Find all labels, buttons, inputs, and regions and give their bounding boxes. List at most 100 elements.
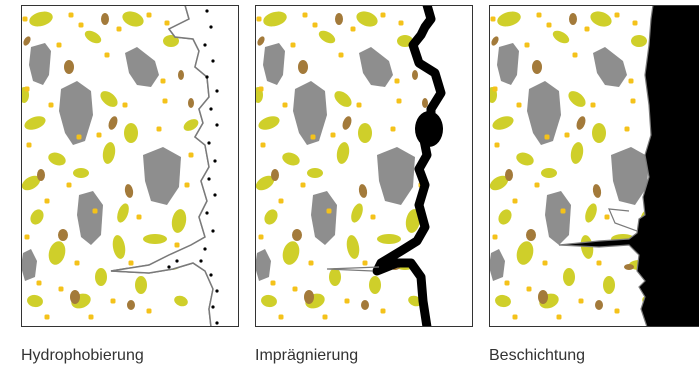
yellow-grain — [74, 260, 80, 266]
yellow-grain — [370, 214, 376, 220]
yellow-grain — [26, 142, 32, 148]
yellow-grain — [504, 280, 510, 286]
olive-aggregate — [163, 35, 179, 47]
yellow-grain — [614, 308, 620, 314]
hydrophobic-dot — [215, 321, 219, 325]
yellow-grain — [292, 286, 298, 292]
yellow-grain — [308, 260, 314, 266]
olive-aggregate — [282, 241, 300, 265]
yellow-grain — [394, 78, 400, 84]
brown-aggregate — [70, 290, 80, 304]
surface-cover — [111, 5, 239, 327]
hydrophobic-dot — [209, 25, 213, 29]
aggregate-pattern — [255, 11, 433, 320]
olive-aggregate — [568, 91, 586, 107]
olive-aggregate — [102, 142, 116, 164]
yellow-grain — [44, 198, 50, 204]
yellow-grain — [22, 16, 28, 22]
olive-aggregate — [117, 203, 129, 223]
yellow-grain — [512, 314, 518, 320]
panel-frame — [255, 5, 473, 327]
olive-aggregate — [329, 268, 341, 286]
yellow-grain — [330, 132, 336, 138]
brown-aggregate — [412, 70, 418, 80]
olive-aggregate — [135, 276, 147, 294]
yellow-grain — [184, 182, 190, 188]
yellow-grain — [492, 86, 498, 92]
hydrophobic-dot — [207, 177, 211, 181]
gray-aggregate — [377, 147, 415, 205]
olive-aggregate — [122, 11, 144, 27]
olive-aggregate — [171, 209, 187, 233]
yellow-grain — [24, 86, 30, 92]
yellow-grain — [162, 98, 168, 104]
brown-aggregate — [576, 116, 586, 130]
yellow-grain — [110, 298, 116, 304]
olive-aggregate — [30, 209, 44, 225]
yellow-grain — [584, 26, 590, 32]
olive-aggregate — [489, 175, 509, 191]
olive-aggregate — [603, 276, 615, 294]
yellow-grain — [122, 102, 128, 108]
yellow-grain — [278, 198, 284, 204]
brown-aggregate — [491, 36, 499, 46]
brown-aggregate — [624, 264, 634, 270]
olive-aggregate — [570, 142, 584, 164]
brown-aggregate — [292, 229, 302, 241]
hydrophobic-dot — [209, 107, 213, 111]
olive-aggregate — [95, 268, 107, 286]
yellow-grain — [68, 12, 74, 18]
hydrophobic-dot — [211, 59, 215, 63]
caption-hydrophobierung: Hydrophobierung — [21, 347, 144, 364]
panel-hydrophobierung — [21, 5, 239, 327]
yellow-grain — [542, 260, 548, 266]
olive-aggregate — [516, 152, 534, 166]
olive-aggregate — [261, 294, 277, 308]
yellow-grain — [590, 102, 596, 108]
gray-aggregate — [59, 81, 93, 145]
olive-aggregate — [48, 241, 66, 265]
yellow-grain — [302, 12, 308, 18]
brown-aggregate — [188, 98, 194, 108]
brown-aggregate — [538, 290, 548, 304]
yellow-grain — [494, 142, 500, 148]
yellow-grain — [490, 16, 496, 22]
yellow-grain — [78, 22, 84, 28]
yellow-grain — [564, 132, 570, 138]
brown-aggregate — [595, 300, 603, 310]
yellow-grain — [48, 102, 54, 108]
yellow-grain — [632, 20, 638, 26]
gray-aggregate — [611, 147, 649, 205]
yellow-grain — [278, 314, 284, 320]
yellow-grain — [174, 242, 180, 248]
yellow-grain — [492, 234, 498, 240]
olive-aggregate — [307, 168, 323, 178]
brown-aggregate — [342, 116, 352, 130]
olive-aggregate — [255, 175, 275, 191]
yellow-grain — [362, 260, 368, 266]
gray-aggregate — [77, 191, 103, 245]
hydrophobierung-diagram — [21, 5, 239, 327]
yellow-grain — [624, 126, 630, 132]
olive-aggregate — [498, 209, 512, 225]
olive-aggregate — [585, 203, 597, 223]
gray-aggregate — [359, 47, 393, 87]
yellow-grain — [322, 314, 328, 320]
brown-aggregate — [592, 184, 602, 198]
yellow-grain — [282, 102, 288, 108]
panel-beschichtung — [489, 5, 699, 327]
yellow-grain — [58, 286, 64, 292]
brown-aggregate — [101, 13, 109, 25]
brown-aggregate — [505, 169, 513, 181]
yellow-grain — [188, 152, 194, 158]
gray-aggregate — [527, 81, 561, 145]
olive-aggregate — [369, 276, 381, 294]
olive-aggregate — [112, 235, 126, 259]
beschichtung-diagram — [489, 5, 699, 327]
olive-aggregate — [563, 268, 575, 286]
panel-impraegnierung — [255, 5, 473, 327]
yellow-grain — [146, 308, 152, 314]
crack — [326, 266, 380, 272]
yellow-grain — [160, 78, 166, 84]
brown-aggregate — [532, 60, 542, 74]
